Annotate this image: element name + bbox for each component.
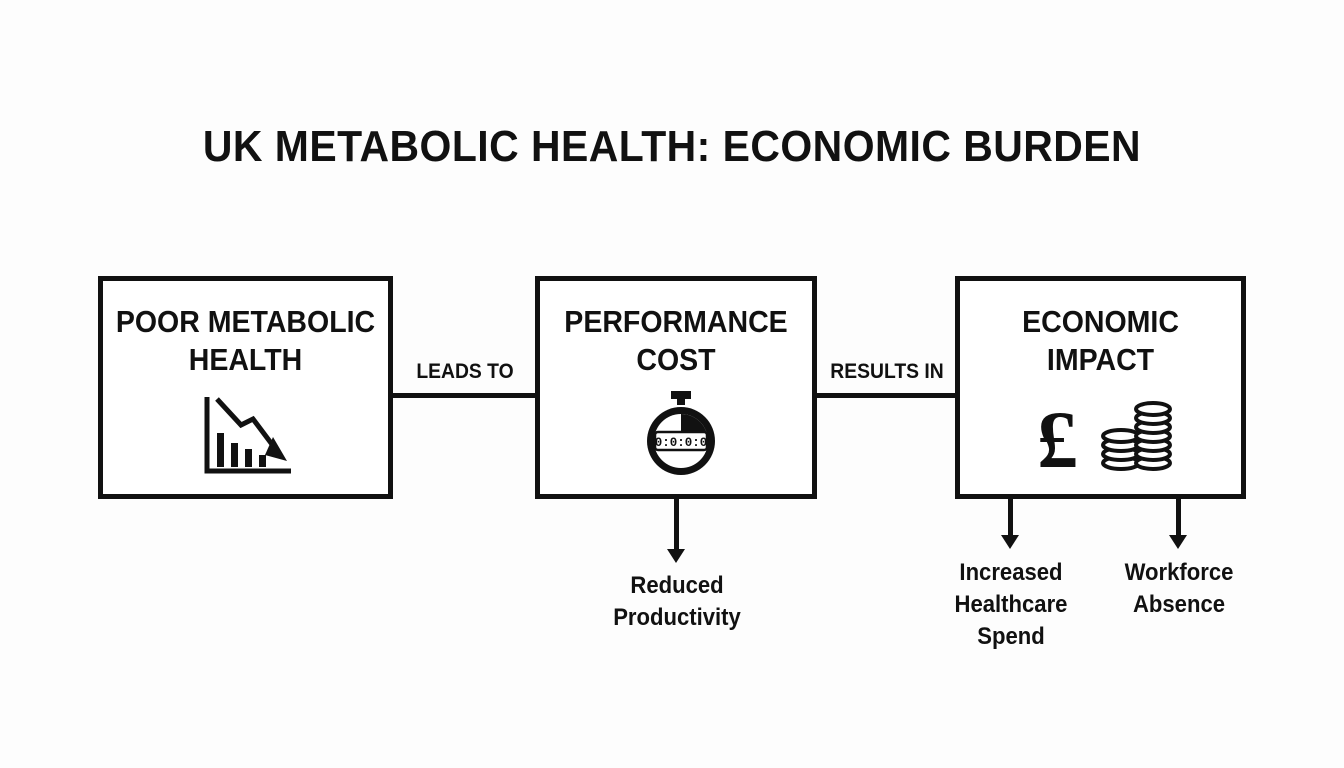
outcome-2-line-2: Healthcare <box>954 591 1068 618</box>
box-3-line-2: IMPACT <box>1046 342 1155 377</box>
declining-bar-chart-icon <box>204 397 291 474</box>
box-3-line-1: ECONOMIC <box>1022 304 1179 339</box>
performance-cost-box: PERFORMANCE COST 0:0:0:0 <box>535 276 817 499</box>
connector-line-1 <box>393 393 537 398</box>
productivity-arrow-head <box>667 549 685 563</box>
economic-impact-label: ECONOMIC IMPACT <box>971 303 1230 379</box>
performance-cost-label: PERFORMANCE COST <box>551 303 801 379</box>
economic-impact-box: ECONOMIC IMPACT £ <box>955 276 1246 499</box>
workforce-arrow-line <box>1176 499 1181 537</box>
pound-coins-icon: £ <box>1037 394 1172 475</box>
reduced-productivity-label: Reduced Productivity <box>585 570 769 634</box>
outcome-3-line-2: Absence <box>1132 591 1226 618</box>
stopwatch-icon: 0:0:0:0 <box>647 391 715 475</box>
box-1-line-2: HEALTH <box>188 342 303 377</box>
box-2-line-2: COST <box>636 342 716 377</box>
poor-metabolic-health-label: POOR METABOLIC HEALTH <box>114 303 376 379</box>
healthcare-arrow-line <box>1008 499 1013 537</box>
poor-metabolic-health-box: POOR METABOLIC HEALTH <box>98 276 393 499</box>
stopwatch-readout: 0:0:0:0 <box>655 436 708 450</box>
outcome-2-line-1: Increased <box>959 559 1063 586</box>
diagram-title: UK METABOLIC HEALTH: ECONOMIC BURDEN <box>202 122 1142 171</box>
outcome-1-line-1: Reduced <box>630 572 724 599</box>
outcome-2-line-3: Spend <box>977 623 1045 650</box>
workforce-absence-label: Workforce Absence <box>1087 557 1271 621</box>
pound-sign: £ <box>1037 394 1078 475</box>
increased-healthcare-spend-label: Increased Healthcare Spend <box>919 557 1103 653</box>
box-2-line-1: PERFORMANCE <box>564 304 788 339</box>
productivity-arrow-line <box>674 499 679 551</box>
leads-to-label: LEADS TO <box>416 360 514 383</box>
box-1-line-1: POOR METABOLIC <box>115 304 376 339</box>
connector-line-2 <box>817 393 957 398</box>
results-in-label: RESULTS IN <box>830 360 944 383</box>
workforce-arrow-head <box>1169 535 1187 549</box>
healthcare-arrow-head <box>1001 535 1019 549</box>
outcome-3-line-1: Workforce <box>1124 559 1234 586</box>
outcome-1-line-2: Productivity <box>613 604 741 631</box>
